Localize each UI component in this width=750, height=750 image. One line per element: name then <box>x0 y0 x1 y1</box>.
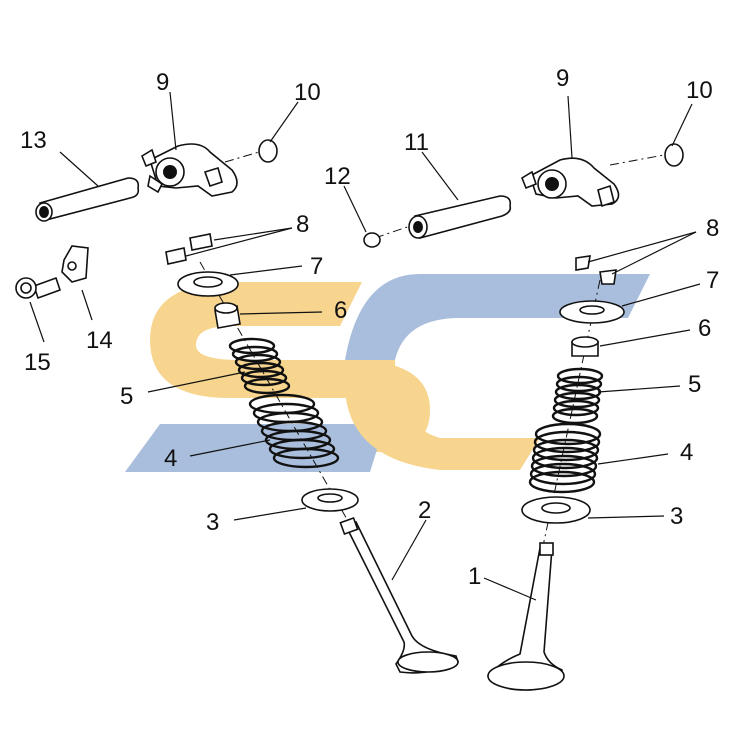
callout-2: 2 <box>418 497 431 524</box>
part-4-outer-spring-left <box>248 393 340 469</box>
spring-coil <box>243 377 291 395</box>
callout-8-left: 8 <box>296 211 309 238</box>
callout-labels: 1 2 3 3 4 4 5 5 6 6 7 7 8 8 9 9 10 10 11… <box>20 65 719 590</box>
spring-coil <box>228 337 276 355</box>
spring-coil <box>552 399 600 417</box>
part-2-valve-exhaust <box>339 516 459 674</box>
spring-coil <box>528 470 596 494</box>
callout-8-right: 8 <box>706 215 719 242</box>
part-8-cotters-left <box>165 233 213 265</box>
callout-11: 11 <box>404 129 429 156</box>
part-13-rocker-shaft <box>35 177 140 222</box>
callout-13: 13 <box>20 127 47 154</box>
part-7-retainer-right <box>559 300 625 324</box>
part-10-ring-right <box>664 143 684 167</box>
callout-7-left: 7 <box>310 253 323 280</box>
left-rocker-axis <box>224 149 267 163</box>
part-9-rocker-arm-right <box>521 157 620 208</box>
part-14-bracket <box>61 245 89 283</box>
callout-6-right: 6 <box>698 315 711 342</box>
callout-10-left: 10 <box>294 79 321 106</box>
logo-c-blue <box>345 274 650 360</box>
part-3-seat-right <box>521 496 591 524</box>
part-9-rocker-arm-left <box>141 143 238 197</box>
callout-14: 14 <box>86 327 113 354</box>
spring-coil <box>240 369 288 387</box>
callout-10-right: 10 <box>686 77 713 104</box>
logo-c-yellow <box>345 360 540 470</box>
spring-coil <box>551 407 599 425</box>
callout-3-left: 3 <box>206 509 219 536</box>
callout-4-left: 4 <box>164 445 177 472</box>
right-rocker-axis <box>609 154 665 166</box>
spring-coil <box>556 367 604 385</box>
spring-coil <box>553 391 601 409</box>
spring-coil <box>531 446 599 470</box>
spring-coil <box>237 361 285 379</box>
leader-lines <box>29 91 701 601</box>
spring-coil <box>231 345 279 363</box>
part-4-outer-spring-right <box>528 422 602 494</box>
part-3-seat-left <box>301 488 359 512</box>
part-11-rocker-shaft <box>408 195 512 239</box>
part-5-inner-spring-right <box>551 367 604 425</box>
spring-coil <box>529 462 597 486</box>
spring-coil <box>268 438 336 460</box>
callout-5-right: 5 <box>688 371 701 398</box>
callout-5-left: 5 <box>120 383 133 410</box>
part-5-inner-spring-left <box>228 337 291 395</box>
part-15-bolt <box>15 276 62 300</box>
callout-4-right: 4 <box>680 439 693 466</box>
spring-coil <box>530 454 598 478</box>
callout-12: 12 <box>324 163 351 190</box>
callout-9-right: 9 <box>556 65 569 92</box>
spring-coil <box>532 438 600 462</box>
callout-9-left: 9 <box>156 69 169 96</box>
part-6-seal-right <box>571 336 599 357</box>
part-7-retainer-left <box>177 271 239 297</box>
callout-3-right: 3 <box>670 503 683 530</box>
right-shaft-axis <box>374 225 411 239</box>
callout-7-right: 7 <box>706 267 719 294</box>
callout-1: 1 <box>468 563 481 590</box>
spring-coil <box>533 430 601 454</box>
part-6-seal-left <box>214 302 241 329</box>
part-1-valve-intake <box>487 542 565 691</box>
callout-6-left: 6 <box>334 297 347 324</box>
part-12-washer <box>363 232 381 248</box>
spring-coil <box>272 447 340 469</box>
spring-coil <box>234 353 282 371</box>
spring-coil <box>555 375 603 393</box>
callout-15: 15 <box>24 349 51 376</box>
part-10-ring-left <box>258 139 278 163</box>
spring-coil <box>534 422 602 446</box>
